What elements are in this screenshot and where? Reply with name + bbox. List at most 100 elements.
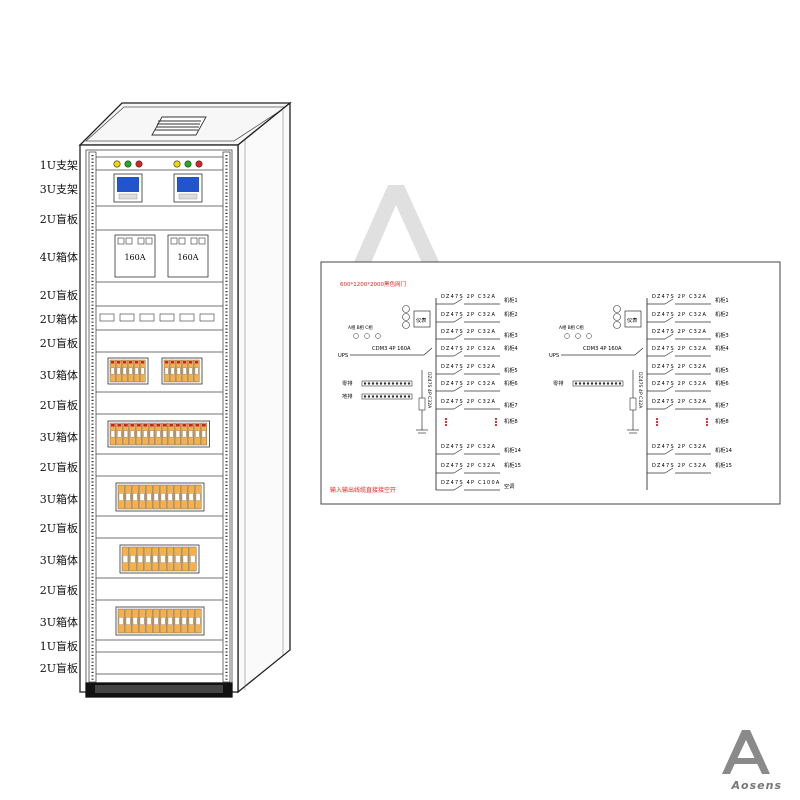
bar-hole	[407, 395, 411, 398]
breaker-marker	[111, 424, 115, 427]
unit-label: 3U箱体	[39, 431, 78, 444]
breaker-marker	[195, 424, 200, 427]
feeder-name: 机柜15	[715, 461, 732, 469]
breaker-handle	[174, 493, 180, 501]
feeder-switch	[664, 403, 674, 410]
feeder-spec: DZ47S 2P C32A	[441, 312, 496, 318]
breaker-handle	[160, 493, 166, 501]
ellipsis-dot	[655, 423, 659, 427]
breaker-handle	[134, 367, 139, 375]
feeder-name: 机柜1	[504, 296, 518, 304]
breaker-handle	[136, 430, 141, 438]
breaker-handle	[188, 493, 194, 501]
ellipsis-dot	[494, 417, 498, 421]
bar-hole	[363, 382, 367, 385]
breaker-handle	[170, 367, 175, 375]
breaker-handle	[195, 617, 201, 625]
feeder-switch	[664, 350, 674, 357]
unit-dividers	[96, 156, 223, 675]
breaker-marker	[156, 424, 161, 427]
unit-label: 1U盲板	[39, 640, 78, 653]
breaker-handle	[128, 367, 133, 375]
spd-label: DZ47S 4P C32A	[426, 372, 432, 409]
feeder-name: 机柜8	[504, 417, 518, 425]
bar-hole	[602, 382, 606, 385]
breaker-handle	[194, 367, 199, 375]
feeder-name: 机柜14	[504, 446, 522, 454]
feeder-switch	[664, 368, 674, 375]
breaker-handle	[110, 430, 115, 438]
breaker-handle	[167, 555, 173, 563]
bar-hole	[618, 382, 622, 385]
breaker-handle	[125, 493, 131, 501]
feeder-switch	[664, 385, 674, 392]
feeder-name: 机柜3	[504, 331, 518, 339]
breaker-marker	[124, 424, 128, 427]
bar-hole	[598, 382, 602, 385]
unit-label: 2U盲板	[39, 522, 78, 535]
feeder-name: 机柜5	[504, 366, 518, 374]
breaker-handle	[160, 617, 166, 625]
bar-hole	[403, 395, 407, 398]
phase-lamps-label: A相 B相 C相	[348, 324, 373, 331]
breaker-marker	[189, 361, 193, 364]
unit-label: 3U箱体	[39, 616, 78, 629]
ellipsis-dot	[444, 423, 448, 427]
bar-hole	[610, 382, 614, 385]
feeder-name: 机柜14	[715, 446, 733, 454]
breaker-marker	[117, 361, 121, 364]
breaker-handle	[116, 367, 121, 375]
ups-label: UPS	[338, 353, 348, 359]
breaker-marker	[129, 361, 133, 364]
mounting-rails	[88, 151, 231, 683]
breaker-handle	[181, 493, 187, 501]
breaker-marker	[111, 361, 115, 364]
ground-label: 地排	[342, 392, 352, 400]
feeder-spec: DZ47S 2P C32A	[652, 444, 707, 450]
breaker-handle	[188, 430, 193, 438]
bar-hole	[582, 382, 586, 385]
feeder-name: 机柜7	[715, 401, 729, 409]
lamp-icon	[402, 313, 410, 321]
meter-label: 仪表	[416, 316, 427, 324]
feeder-switch	[664, 448, 674, 455]
breaker-handle	[140, 367, 145, 375]
bar-hole	[403, 382, 407, 385]
ellipsis-dot	[705, 420, 709, 424]
unit-label: 4U箱体	[39, 251, 78, 264]
bar-hole	[387, 395, 391, 398]
breaker-handle	[143, 430, 148, 438]
feeder-spec: DZ47S 4P C100A	[441, 480, 500, 486]
lamp-icon	[586, 333, 592, 339]
breaker-handle	[122, 367, 127, 375]
breaker-handle	[174, 617, 180, 625]
breaker-marker	[169, 424, 174, 427]
feeder-switch	[453, 316, 463, 323]
lamp-icon	[613, 321, 621, 329]
bar-hole	[407, 382, 411, 385]
breaker-handle	[130, 430, 135, 438]
indicator-lamps	[113, 160, 203, 168]
breaker-handle	[175, 430, 180, 438]
neutral-label: 零排	[342, 379, 352, 387]
breaker-handle	[169, 430, 174, 438]
feeder-spec: DZ47S 2P C32A	[441, 399, 496, 405]
bar-hole	[375, 395, 379, 398]
unit-label: 2U盲板	[39, 337, 78, 350]
lamp-icon	[402, 321, 410, 329]
feeder-spec: DZ47S 2P C32A	[652, 312, 707, 318]
breaker-marker	[182, 424, 187, 427]
breaker-marker	[143, 424, 148, 427]
feeder-spec: DZ47S 2P C32A	[441, 463, 496, 469]
ellipsis-dot	[444, 420, 448, 424]
feeder-switch	[453, 467, 463, 474]
unit-label: 3U箱体	[39, 493, 78, 506]
breaker-marker	[137, 424, 141, 427]
bar-hole	[395, 382, 399, 385]
feeder-spec: DZ47S 2P C32A	[441, 381, 496, 387]
lamp-icon	[575, 333, 581, 339]
feeder-spec: DZ47S 2P C32A	[441, 346, 496, 352]
ellipsis-dot	[705, 423, 709, 427]
